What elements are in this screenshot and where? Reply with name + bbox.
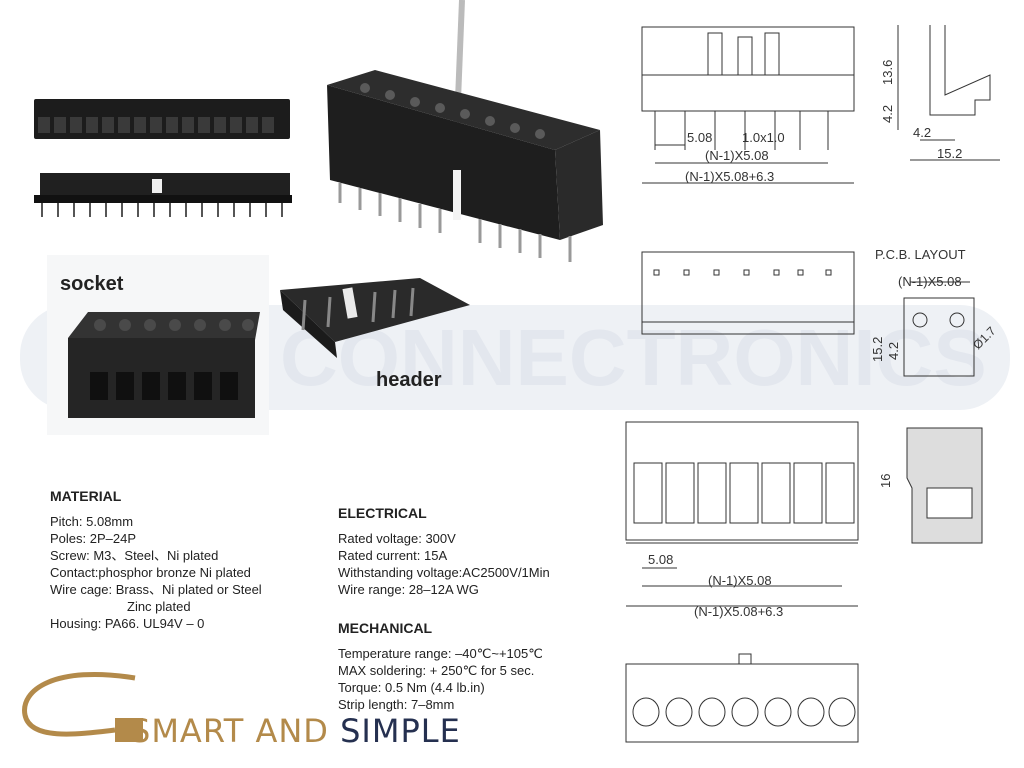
mechanical-heading: MECHANICAL — [338, 620, 433, 636]
spec-temp: Temperature range: –40℃~+105℃ — [338, 646, 543, 661]
spec-strip: Strip length: 7–8mm — [338, 697, 455, 712]
mechanical-section: MECHANICAL Temperature range: –40℃~+105℃… — [338, 620, 543, 713]
socket-label: socket — [60, 273, 124, 295]
pcb-layout-drawing: P.C.B. LAYOUT (N-1)X5.08 15.2 4.2 Ø1.7 — [641, 247, 999, 377]
spec-screw: Screw: M3、Steel、Ni plated — [50, 548, 219, 563]
logo-smart: SMART AND — [130, 712, 341, 750]
dim-span: (N-1)X5.08 — [705, 148, 769, 163]
socket-overall: (N-1)X5.08+6.3 — [694, 604, 783, 619]
spec-poles: Poles: 2P–24P — [50, 531, 137, 546]
logo-simple: SIMPLE — [340, 712, 461, 750]
spec-torque: Torque: 0.5 Nm (4.4 lb.in) — [338, 680, 485, 695]
pcb-span: (N-1)X5.08 — [898, 274, 962, 289]
spec-withstand: Withstanding voltage:AC2500V/1Min — [338, 565, 550, 580]
pcb-hole: Ø1.7 — [970, 324, 999, 353]
spec-wire-cage-2: Zinc plated — [127, 599, 191, 614]
material-heading: MATERIAL — [50, 488, 122, 504]
pcb-offset: 4.2 — [886, 342, 901, 360]
header-dimension-drawing: 5.08 1.0x1.0 (N-1)X5.08 (N-1)X5.08+6.3 4… — [641, 25, 1000, 184]
socket-pitch: 5.08 — [648, 552, 673, 567]
spec-wire-range: Wire range: 28–12A WG — [338, 582, 479, 597]
electrical-heading: ELECTRICAL — [338, 505, 427, 521]
logo: SMART AND SIMPLE — [130, 712, 461, 750]
dim-pitch: 5.08 — [687, 130, 712, 145]
material-section: MATERIAL Pitch: 5.08mm Poles: 2P–24P Scr… — [50, 488, 262, 632]
spec-pitch: Pitch: 5.08mm — [50, 514, 134, 529]
logo-cable-icon — [22, 672, 143, 742]
spec-solder: MAX soldering: + 250℃ for 5 sec. — [338, 663, 535, 678]
dim-4-2: 4.2 — [880, 105, 895, 123]
spec-contact: Contact:phosphor bronze Ni plated — [50, 565, 251, 580]
header-connector-photo — [327, 0, 603, 262]
socket-span: (N-1)X5.08 — [708, 573, 772, 588]
socket-dimension-drawing: 5.08 (N-1)X5.08 (N-1)X5.08+6.3 16 — [625, 421, 983, 619]
dim-4-2-b: 4.2 — [913, 125, 931, 140]
electrical-section: ELECTRICAL Rated voltage: 300V Rated cur… — [338, 505, 550, 598]
dim-overall: (N-1)X5.08+6.3 — [685, 169, 774, 184]
socket-photo — [68, 312, 260, 418]
header-photo — [280, 278, 470, 358]
spec-voltage: Rated voltage: 300V — [338, 531, 456, 546]
pcb-title: P.C.B. LAYOUT — [875, 247, 966, 262]
terminal-strip-photo — [34, 99, 292, 217]
spec-current: Rated current: 15A — [338, 548, 448, 563]
header-label: header — [376, 369, 442, 391]
socket-bottom-drawing — [625, 653, 859, 743]
dim-13-6: 13.6 — [880, 60, 895, 85]
spec-wire-cage: Wire cage: Brass、Ni plated or Steel — [50, 582, 262, 597]
dim-pin: 1.0x1.0 — [742, 130, 785, 145]
spec-housing: Housing: PA66. UL94V – 0 — [50, 616, 205, 631]
dim-15-2: 15.2 — [937, 146, 962, 161]
socket-height: 16 — [878, 474, 893, 488]
pcb-height: 15.2 — [870, 337, 885, 362]
